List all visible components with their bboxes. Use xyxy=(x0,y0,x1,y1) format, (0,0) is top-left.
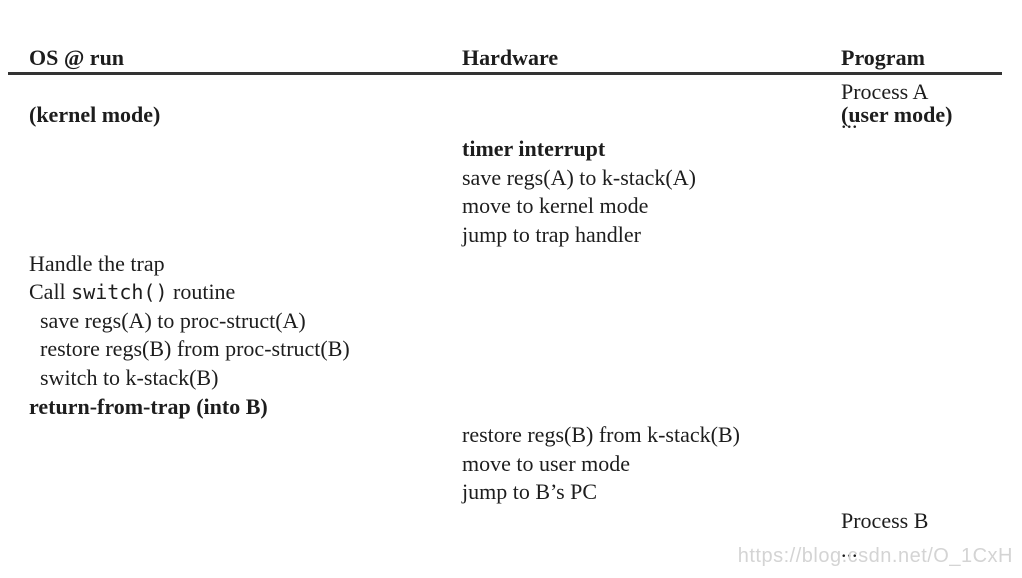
protocol-line-text: jump to B’s PC xyxy=(462,479,598,505)
protocol-line-text: ... xyxy=(841,107,858,133)
column-header-program: Program (user mode) xyxy=(841,15,952,158)
header-os-line2: (kernel mode) xyxy=(29,101,161,127)
protocol-line-text: Process A xyxy=(841,79,929,104)
protocol-line-text: move to user mode xyxy=(462,450,631,476)
protocol-row: ... xyxy=(0,536,1022,565)
protocol-row: save regs(A) to proc-struct(A) xyxy=(0,307,1022,336)
protocol-row: restore regs(B) from k-stack(B) xyxy=(0,421,1022,450)
code-text: switch() xyxy=(71,280,168,305)
protocol-row: jump to trap handler xyxy=(0,221,1022,250)
header-program-line2: (user mode) xyxy=(841,101,953,127)
protocol-line-text: timer interrupt xyxy=(462,136,606,162)
header-os-line1: OS @ run xyxy=(29,44,125,70)
header-divider-rule xyxy=(8,72,1002,75)
column-header-os: OS @ run (kernel mode) xyxy=(29,15,160,158)
protocol-line-text: switch to k-stack(B) xyxy=(40,364,219,390)
header-program-line1: Program xyxy=(841,44,925,70)
protocol-row: move to kernel mode xyxy=(0,192,1022,221)
protocol-line-text: jump to trap handler xyxy=(462,221,642,247)
header-hardware-line1: Hardware xyxy=(462,44,559,70)
protocol-line-text: restore regs(B) from proc-struct(B) xyxy=(40,336,350,362)
protocol-row: return-from-trap (into B) xyxy=(0,393,1022,422)
protocol-line-text: return-from-trap (into B) xyxy=(29,393,268,419)
protocol-line-text: move to kernel mode xyxy=(462,193,649,219)
protocol-row: ... xyxy=(0,107,1022,136)
protocol-line-text: save regs(A) to proc-struct(A) xyxy=(40,307,306,333)
protocol-line-text: routine xyxy=(167,279,236,305)
protocol-row: save regs(A) to k-stack(A) xyxy=(0,164,1022,193)
protocol-line-text: restore regs(B) from k-stack(B) xyxy=(462,422,740,448)
protocol-line-text: Handle the trap xyxy=(29,250,165,276)
protocol-line-text: save regs(A) to k-stack(A) xyxy=(462,164,696,190)
protocol-row: Handle the trap xyxy=(0,250,1022,279)
protocol-line-text: ... xyxy=(841,536,858,562)
protocol-row: Process B xyxy=(0,507,1022,536)
protocol-row: Call switch() routine xyxy=(0,278,1022,307)
watermark-url: https://blog.csdn.net/O_1CxH xyxy=(737,545,1013,567)
protocol-row: Process A xyxy=(0,78,1022,107)
protocol-line-text: Call xyxy=(29,279,72,305)
protocol-row: timer interrupt xyxy=(0,135,1022,164)
column-header-hardware: Hardware xyxy=(462,15,558,101)
protocol-row: restore regs(B) from proc-struct(B) xyxy=(0,335,1022,364)
protocol-row: move to user mode xyxy=(0,450,1022,479)
protocol-row: switch to k-stack(B) xyxy=(0,364,1022,393)
protocol-row: jump to B’s PC xyxy=(0,478,1022,507)
protocol-line-text: Process B xyxy=(841,507,929,533)
